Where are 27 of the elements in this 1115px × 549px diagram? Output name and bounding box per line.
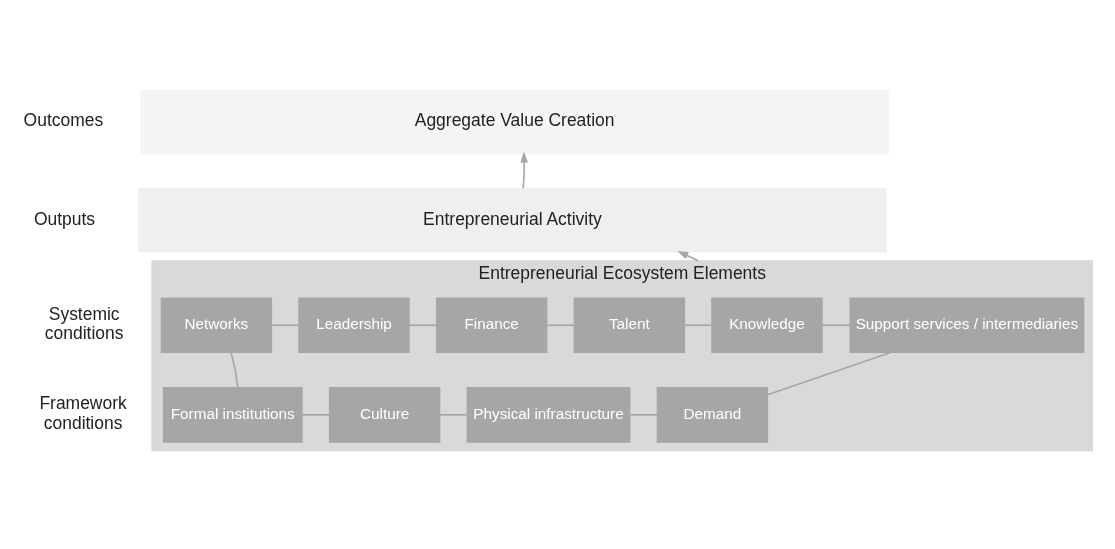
node-box: Aggregate Value Creation (140, 89, 889, 154)
connector (821, 323, 851, 326)
connector (629, 413, 658, 416)
node-box: Formal institutions (162, 386, 303, 443)
label: Outputs (33, 208, 96, 229)
connector (683, 323, 713, 326)
node-box: Leadership (298, 296, 410, 353)
arrow (520, 151, 529, 189)
connector (439, 413, 468, 416)
node-box: Networks (160, 296, 273, 353)
label: Framework conditions (39, 392, 127, 433)
connector (546, 323, 575, 326)
node-box: Support services / intermediaries (849, 296, 1085, 353)
node-box: Finance (435, 296, 548, 353)
connector (230, 351, 239, 388)
connector (408, 323, 438, 326)
node-box: Culture (328, 386, 441, 443)
node-box: Physical infrastructure (466, 386, 631, 443)
node-box: Talent (573, 296, 686, 353)
node-box: Knowledge (711, 296, 823, 353)
label: Outcomes (23, 109, 104, 130)
connector (301, 413, 331, 416)
node-box: Demand (656, 386, 769, 443)
label: Systemic conditions (44, 303, 124, 343)
node-box: Entrepreneurial Activity (138, 187, 887, 253)
connector (766, 351, 892, 396)
connector (270, 323, 300, 326)
